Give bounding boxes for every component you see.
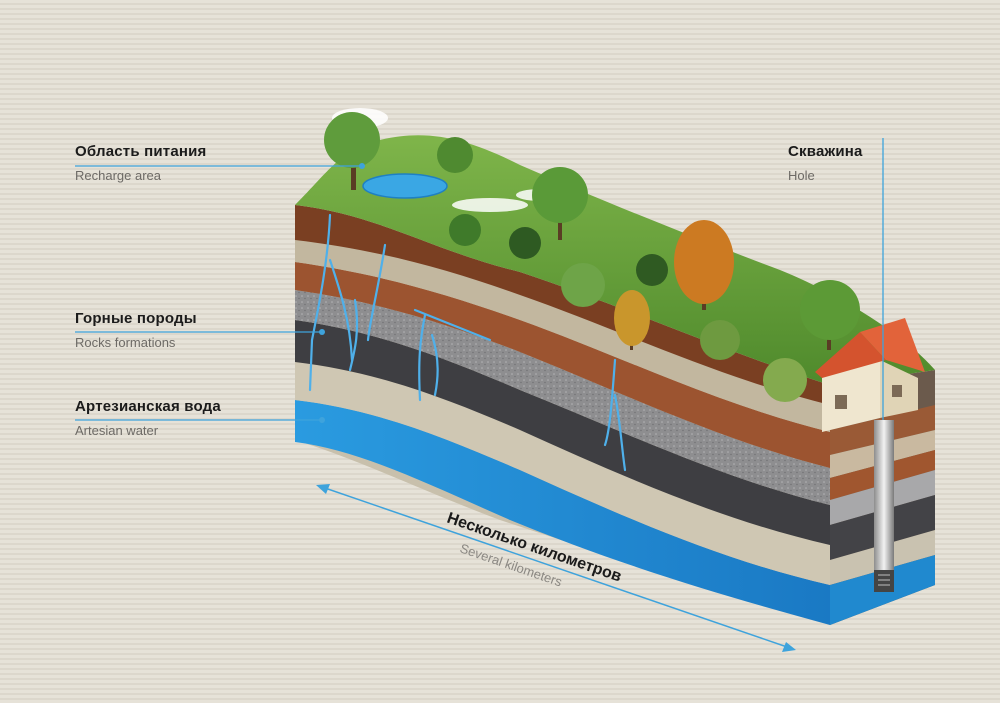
leader-dots	[319, 163, 365, 423]
trees	[324, 112, 860, 402]
front-face-layers	[295, 205, 830, 625]
water-veins	[308, 213, 627, 472]
artesian-water-title: Артезианская вода	[75, 398, 221, 415]
recharge-area-subtitle: Recharge area	[75, 168, 161, 183]
hole-title: Скважина	[788, 143, 863, 160]
recharge-pond	[362, 173, 448, 199]
rock-formations-subtitle: Rocks formations	[75, 335, 176, 350]
house	[815, 318, 925, 432]
artesian-water-label: Артезианская вода Artesian water	[75, 398, 221, 438]
grass-surface	[295, 135, 935, 385]
side-face-layers	[830, 405, 935, 625]
recharge-area-title: Область питания	[75, 143, 207, 160]
distance-arrow	[316, 484, 796, 652]
hole-subtitle: Hole	[788, 168, 815, 183]
rock-formations-label: Горные породы Rocks formations	[75, 310, 197, 350]
leader-lines	[75, 138, 884, 421]
artesian-water-subtitle: Artesian water	[75, 423, 159, 438]
hole-label: Скважина Hole	[788, 143, 863, 183]
rock-formations-title: Горные породы	[75, 310, 197, 327]
recharge-area-label: Область питания Recharge area	[75, 143, 207, 183]
well-pipe	[874, 420, 894, 592]
